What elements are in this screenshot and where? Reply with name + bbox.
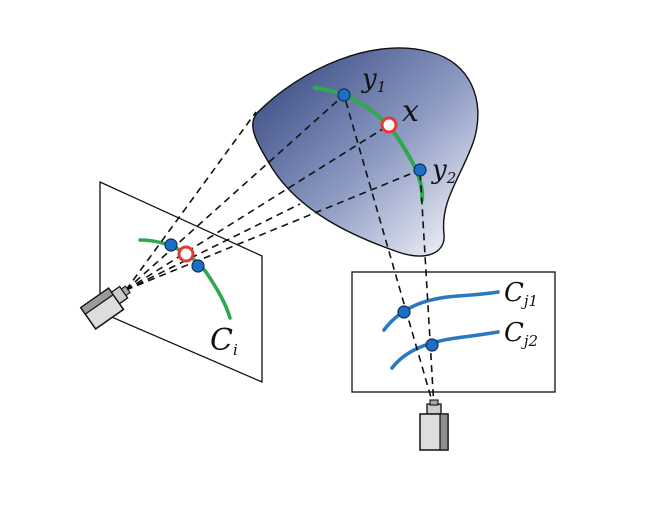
image-plane-left: [99, 180, 263, 383]
camera-icon: [79, 285, 131, 330]
label-y2: y2: [431, 155, 456, 187]
label-cj2: Cj2: [504, 318, 538, 350]
rays-left-camera: [125, 94, 421, 291]
curve-cj2: [390, 330, 500, 370]
curve-ci: [138, 238, 232, 320]
projection-y1-left: [164, 238, 178, 252]
point-y2: [413, 163, 427, 177]
right-plane-points: [397, 305, 439, 352]
label-ci: Ci: [210, 323, 238, 359]
label-x: x: [402, 94, 419, 129]
label-cj1: Cj1: [504, 278, 538, 310]
label-y1: y1: [361, 64, 386, 96]
surface-points: [337, 88, 427, 177]
point-y1: [337, 88, 351, 102]
rays-bottom-camera: [343, 94, 435, 409]
point-x: [380, 116, 398, 134]
projection-y2-right: [425, 338, 439, 352]
projection-y1-right: [397, 305, 411, 319]
projection-y2-left: [191, 259, 205, 273]
image-plane-right: [351, 271, 556, 393]
left-plane-points: [164, 238, 205, 273]
projection-x-left: [177, 245, 195, 263]
camera-icon: [419, 399, 449, 451]
